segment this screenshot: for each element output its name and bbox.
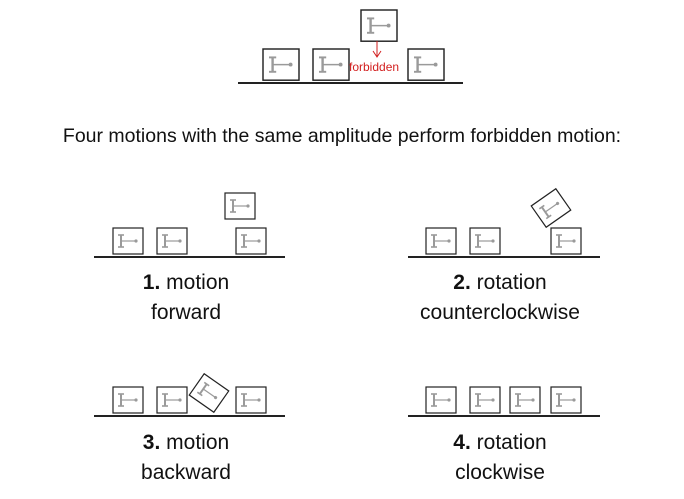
block <box>235 386 267 414</box>
caption-line: rotation <box>476 431 547 454</box>
diagram-heading: Four motions with the same amplitude per… <box>62 125 622 147</box>
lifted-block <box>359 8 399 43</box>
rotated-block <box>530 187 572 229</box>
block <box>311 47 351 82</box>
block <box>469 386 501 414</box>
caption-line: motion <box>166 431 230 454</box>
panel-2 <box>408 187 600 258</box>
block <box>425 227 457 255</box>
block <box>469 227 501 255</box>
forbidden-label: forbidden <box>349 60 400 74</box>
panel-3 <box>94 372 285 417</box>
block <box>550 227 582 255</box>
rotated-block <box>188 372 230 414</box>
block <box>156 227 188 255</box>
block <box>156 386 188 414</box>
panel-1 <box>94 192 285 258</box>
block <box>509 386 541 414</box>
panel-number: 2. <box>453 271 471 294</box>
panel-4 <box>408 386 600 417</box>
panel-number: 1. <box>142 271 161 294</box>
caption-line: backward <box>141 461 231 484</box>
block <box>112 227 144 255</box>
block <box>112 386 144 414</box>
block <box>235 227 267 255</box>
block <box>261 47 301 82</box>
caption-line: counterclockwise <box>420 301 580 324</box>
caption-line: clockwise <box>455 461 545 484</box>
block <box>425 386 457 414</box>
top-illustration <box>238 8 463 84</box>
panel-4-caption: 4. rotation clockwise <box>380 428 620 488</box>
caption-line: forward <box>150 301 222 324</box>
caption-line: motion <box>166 271 230 294</box>
panel-2-caption: 2. rotation counterclockwise <box>380 268 620 328</box>
lifted-block <box>224 192 256 220</box>
panel-number: 4. <box>453 431 471 454</box>
block <box>550 386 582 414</box>
block <box>406 47 446 82</box>
panel-3-caption: 3. motion backward <box>66 428 306 488</box>
arrow-head-icon <box>372 50 382 58</box>
caption-line: rotation <box>476 271 547 294</box>
panel-1-caption: 1. motion forward <box>66 268 306 328</box>
panel-number: 3. <box>142 431 161 454</box>
